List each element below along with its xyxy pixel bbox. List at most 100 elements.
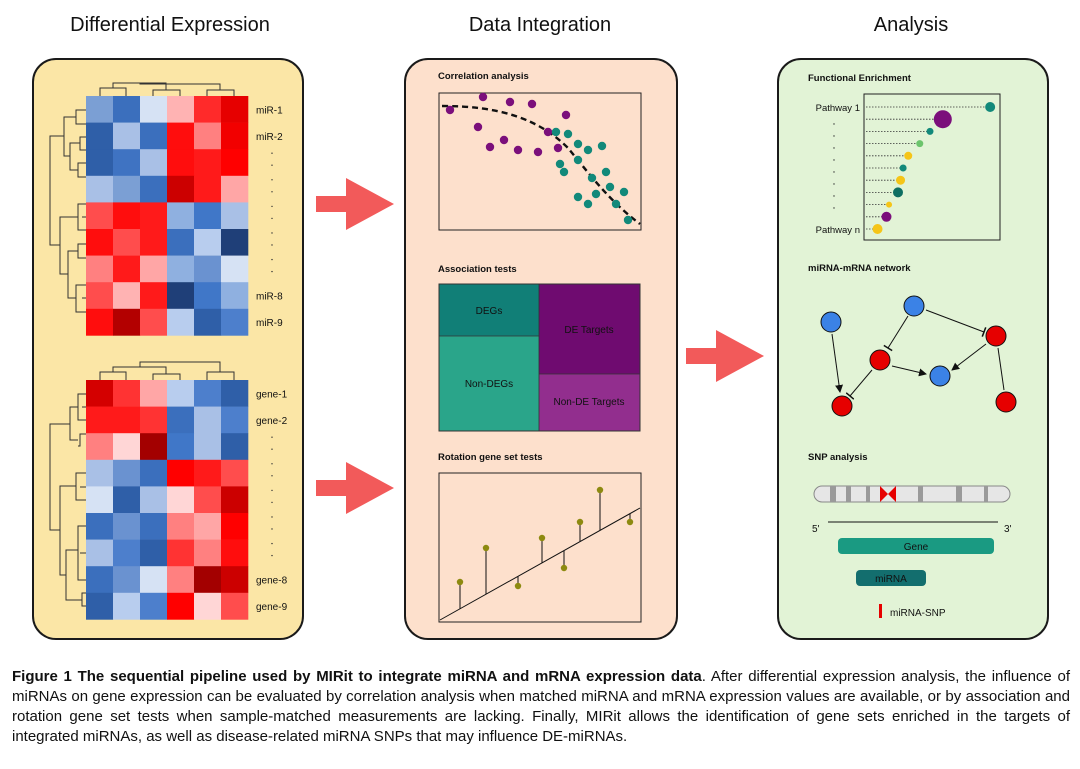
mirna-heatmap-cell — [86, 96, 114, 123]
rotation-point — [576, 518, 584, 526]
caption-rest: . After differential expression analysis… — [12, 668, 1070, 745]
enrichment-dot — [985, 102, 996, 112]
pathway-ellipsis — [833, 123, 835, 209]
correlation-point-mirna — [499, 135, 509, 145]
association-treemap: DEGs Non-DEGs DE Targets Non-DE Targets — [438, 283, 641, 432]
mirna-ellipsis-dot — [271, 258, 273, 261]
gene-heatmap-cell — [86, 513, 114, 540]
correlation-point-gene — [623, 215, 633, 225]
gene-heatmap-cell — [194, 539, 222, 567]
gene-heatmap-cell — [221, 459, 249, 487]
correlation-point-mirna — [561, 110, 571, 120]
correlation-point-gene — [573, 192, 583, 202]
gene-heatmap-cell — [167, 566, 195, 594]
gene-heatmap-cell — [113, 513, 141, 540]
correlation-point-gene — [573, 155, 583, 165]
correlation-point-gene — [559, 167, 569, 177]
gene-heatmap-cell — [140, 406, 168, 434]
mirna-ellipsis-dot — [271, 205, 273, 208]
gene-heatmap-cell — [140, 566, 168, 594]
edge-r2-b3 — [891, 365, 927, 377]
mirna-heatmap-cell — [194, 282, 222, 310]
network-node-r1 — [985, 325, 1007, 347]
mirna-heatmap-cell — [167, 229, 195, 256]
gene-row-label: gene-1 — [256, 389, 288, 400]
gene-heatmap-cell — [221, 433, 249, 461]
mirna-heatmap-cell — [86, 229, 114, 256]
rotation-point — [538, 534, 546, 542]
snp-marker-icon — [879, 604, 882, 618]
correlation-plot-frame — [438, 92, 642, 231]
non-de-targets-label: Non-DE Targets — [554, 397, 625, 408]
gene-heatmap-cell — [194, 592, 222, 620]
gene-heatmap-cell — [140, 513, 168, 540]
enrichment-dot — [916, 140, 924, 148]
gene-heatmap-cell — [86, 380, 114, 407]
network-node-r3 — [831, 395, 853, 417]
mirna-row-dendrogram — [49, 109, 86, 313]
rotation-point — [596, 486, 604, 494]
mirna-heatmap-cell — [194, 175, 222, 203]
correlation-point-gene — [591, 189, 601, 199]
title-data-integration: Data Integration — [468, 14, 612, 36]
gene-heatmap-cell — [221, 592, 249, 620]
gene-heatmap-cell — [221, 380, 249, 407]
enrichment-dot — [899, 164, 907, 172]
gene-row-label: gene-9 — [256, 602, 288, 613]
gene-heatmap-cell — [221, 513, 249, 540]
network-node-r2 — [869, 349, 891, 371]
gene-ellipsis-dot — [271, 489, 273, 492]
correlation-point-mirna — [533, 147, 543, 157]
rotation-regression-line — [439, 507, 641, 621]
mirna-heatmap-cell — [140, 202, 168, 230]
network-node-b2 — [903, 295, 925, 317]
gene-heatmap-cell — [167, 433, 195, 461]
network-graph — [820, 295, 1017, 417]
mirna-heatmap-cell — [194, 255, 222, 283]
edge-r2-r3 — [845, 369, 873, 400]
correlation-point-mirna — [445, 105, 455, 115]
correlation-point-mirna — [485, 142, 495, 152]
mirna-heatmap-cell — [167, 255, 195, 283]
gene-ellipsis-dot — [271, 475, 273, 477]
gene-heatmap-cell — [113, 459, 141, 487]
mirna-heatmap-cell — [86, 255, 114, 283]
gene-row-label: gene-2 — [256, 416, 288, 427]
gene-block — [838, 538, 994, 554]
correlation-trend-line — [441, 104, 641, 225]
enrichment-dot — [886, 201, 893, 208]
correlation-point-mirna — [553, 143, 563, 153]
correlation-point-mirna — [527, 99, 537, 109]
gene-heatmap-cell — [167, 380, 195, 407]
gene-heatmap-cell — [140, 380, 168, 407]
rotation-point — [560, 564, 568, 572]
mirna-heatmap-cell — [167, 308, 195, 336]
mirna-heatmap-cell — [86, 175, 114, 203]
gene-heatmap-cell — [194, 380, 222, 407]
correlation-point-gene — [605, 182, 615, 192]
correlation-point-gene — [583, 145, 593, 155]
snp-diagram: 5' 3' Gene miRNA miRNA-SNP — [812, 485, 1012, 619]
edge-b2-r1 — [925, 309, 987, 337]
mirna-ellipsis-dot — [271, 217, 273, 220]
correlation-point-gene — [587, 173, 597, 183]
mirna-heatmap-cell — [113, 202, 141, 230]
gene-heatmap-cell — [86, 539, 114, 567]
correlation-point-gene — [601, 167, 611, 177]
mirna-heatmap-cell — [167, 202, 195, 230]
mirna-heatmap-cell — [140, 96, 168, 123]
rotation-point — [626, 518, 634, 526]
gene-heatmap-cell — [86, 433, 114, 461]
mirna-row-label: miR-1 — [256, 105, 283, 116]
network-node-b1 — [820, 311, 842, 333]
mirna-heatmap-cell — [86, 122, 114, 150]
edge-r1-r4 — [997, 347, 1005, 391]
gene-col-dendrogram — [99, 361, 235, 380]
correlation-point-gene — [573, 139, 583, 149]
mirna-ellipsis-dot — [271, 270, 273, 273]
gene-heatmap-cell — [167, 513, 195, 540]
correlation-plot — [438, 92, 642, 231]
snp-title: SNP analysis — [808, 452, 868, 463]
